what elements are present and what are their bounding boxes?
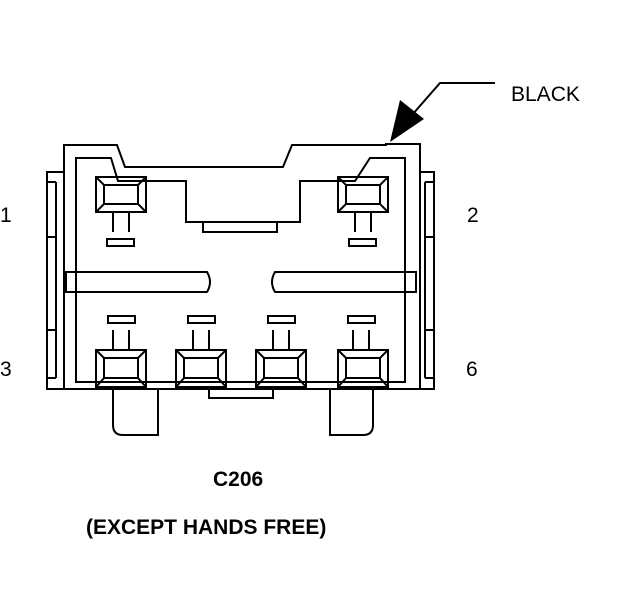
terminal-4	[175, 315, 227, 388]
wire-color-label: BLACK	[511, 83, 580, 106]
terminal-6	[337, 315, 389, 388]
divider-rail-right	[271, 271, 417, 293]
pin-label-1: 1	[0, 204, 12, 227]
pin-label-3: 3	[0, 358, 12, 381]
housing-right-ear	[419, 172, 434, 389]
latch-tab-left	[112, 389, 159, 436]
inner-cavity	[75, 157, 406, 383]
housing-left-ear	[47, 172, 65, 389]
terminal-1	[95, 176, 147, 247]
connector-caption: (EXCEPT HANDS FREE)	[86, 516, 327, 539]
leader-arrow	[390, 100, 424, 142]
connector-housing	[46, 143, 435, 390]
connector-id: C206	[213, 468, 264, 491]
terminal-2	[337, 176, 389, 247]
terminal-3	[95, 315, 147, 388]
divider-rail-left	[65, 271, 211, 293]
pin-label-2: 2	[467, 204, 479, 227]
key-slot	[202, 221, 278, 233]
terminal-5	[255, 315, 307, 388]
bottom-key	[208, 388, 274, 399]
latch-tab-right	[329, 389, 374, 436]
leader-line	[411, 82, 495, 116]
pin-label-6: 6	[466, 358, 478, 381]
